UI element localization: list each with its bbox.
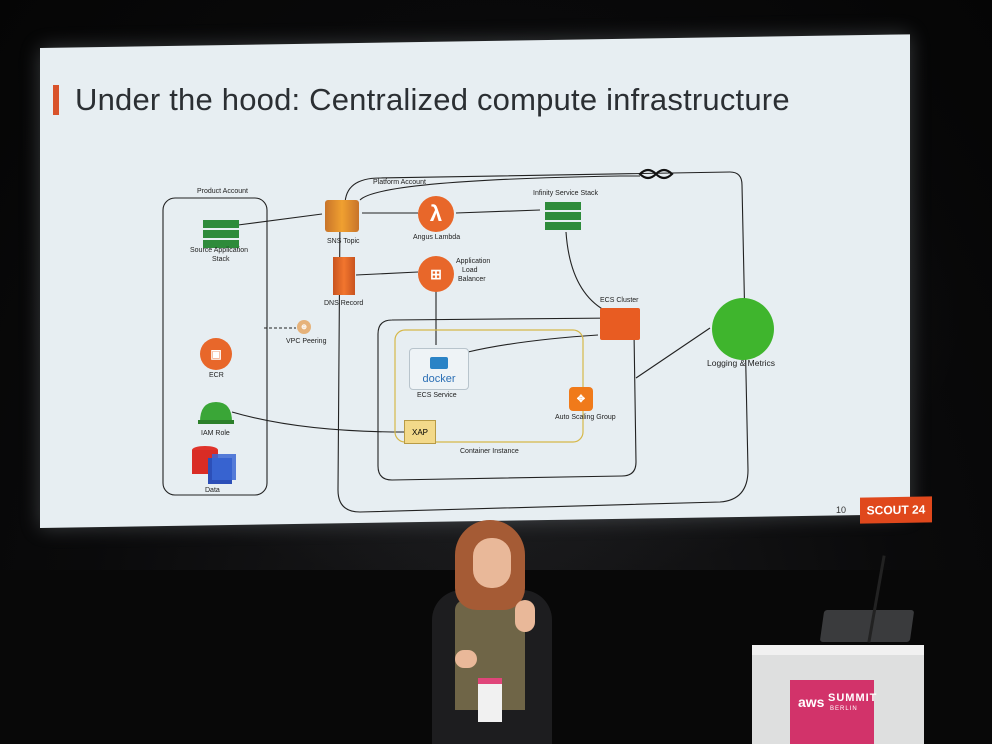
speaker-raised-hand	[515, 600, 535, 632]
aws-logo-text: aws	[798, 694, 825, 710]
lambda-icon: λ	[418, 196, 454, 232]
sns-topic-icon	[325, 200, 359, 232]
docker-label: docker	[422, 373, 456, 385]
ecr-label: ECR	[209, 372, 224, 379]
infinity-service-stack-label: Infinity Service Stack	[533, 190, 598, 197]
logging-metrics-label: Logging & Metrics	[707, 358, 776, 368]
xap-box: XAP	[404, 420, 436, 444]
line-lambda-infinity	[455, 209, 541, 214]
slide-title: Under the hood: Centralized compute infr…	[75, 82, 790, 117]
source-application-stack-label-line1: Source Application	[190, 247, 248, 254]
infinity-icon	[638, 168, 674, 180]
auto-scaling-group-box	[394, 329, 584, 443]
slide-page-number: 10	[836, 505, 847, 515]
laptop	[819, 610, 915, 642]
sns-topic-label: SNS Topic	[327, 238, 360, 245]
alb-label-line3: Balancer	[458, 276, 486, 283]
speaker-name-badge	[478, 678, 502, 722]
line-ecs-logging	[635, 327, 711, 379]
city-text: BERLIN	[830, 706, 858, 712]
auto-scaling-group-label: Auto Scaling Group	[555, 414, 616, 421]
vpc-peering-icon: ⊕	[297, 320, 311, 334]
summit-text: SUMMIT	[828, 692, 878, 704]
line-xap-iam	[231, 411, 405, 433]
docker-whale-shape	[430, 357, 448, 369]
source-application-stack-icon	[203, 218, 239, 248]
line-ecs-docker	[467, 334, 599, 353]
ecs-service-label: ECS Service	[417, 392, 457, 399]
platform-account-box	[337, 171, 749, 513]
alb-label-line2: Load	[462, 267, 478, 274]
auto-scaling-icon: ✥	[569, 387, 593, 411]
scout24-logo: SCOUT 24	[860, 496, 932, 524]
line-infinity-ecs	[565, 231, 605, 311]
angus-lambda-label: Angus Lambda	[413, 234, 461, 241]
product-account-box	[162, 197, 268, 496]
product-account-label: Product Account	[197, 188, 248, 195]
container-instance-label: Container Instance	[460, 448, 519, 455]
title-accent-bar	[53, 85, 59, 115]
docker-icon: docker	[409, 348, 469, 390]
line-sns-infinity-top	[359, 175, 640, 201]
load-balancer-icon: ⊞	[418, 256, 454, 292]
aws-summit-sign: aws SUMMIT BERLIN	[790, 680, 878, 744]
data-label: Data	[205, 487, 220, 494]
iam-role-icon	[198, 402, 234, 424]
platform-account-label: Platform Account	[373, 179, 426, 186]
ecr-icon: ▣	[200, 338, 232, 370]
line-dns-alb	[355, 271, 419, 276]
dns-record-icon	[333, 257, 355, 295]
container-box	[377, 317, 637, 481]
alb-label-line1: Application	[456, 258, 491, 265]
line-source-sns	[237, 213, 323, 226]
dns-record-label: DNS Record	[324, 300, 364, 307]
iam-role-label: IAM Role	[201, 430, 230, 437]
speaker-face	[473, 538, 511, 588]
logging-metrics-icon	[712, 298, 774, 360]
speaker-lower-hand	[455, 650, 477, 668]
ecs-cluster-label: ECS Cluster	[600, 297, 639, 304]
infinity-service-stack-icon	[545, 200, 581, 230]
ecs-cluster-icon	[600, 308, 640, 340]
source-application-stack-label-line2: Stack	[212, 256, 230, 263]
data-icon	[192, 446, 236, 484]
vpc-peering-label: VPC Peering	[286, 338, 327, 345]
